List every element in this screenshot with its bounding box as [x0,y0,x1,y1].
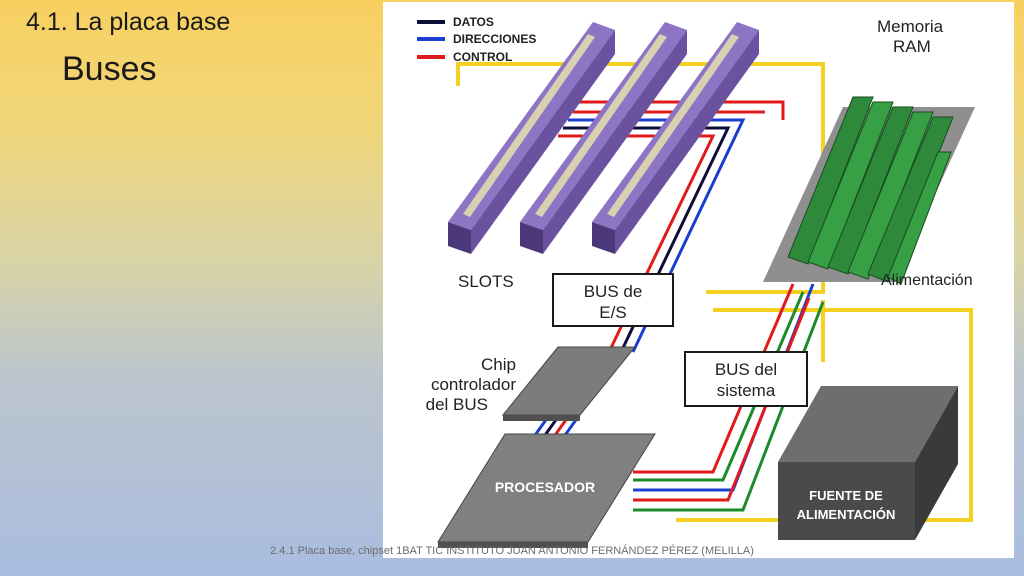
legend-direcciones-label: DIRECCIONES [453,32,536,46]
fuente-label-line2: ALIMENTACIÓN [797,507,896,522]
chip-label-line2: controlador [431,375,516,394]
procesador-label: PROCESADOR [495,479,595,495]
slots-label: SLOTS [458,272,514,291]
slide-footer: 2.4.1 Placa base, chipset 1BAT TIC INSTI… [270,545,754,557]
chip-label-line1: Chip [481,355,516,374]
slot-1 [448,22,615,254]
bus-controller-chip [501,346,637,421]
legend-datos-label: DATOS [453,15,494,29]
chip-label-line3: del BUS [426,395,488,414]
bus-es-label-line1: BUS de [584,282,643,301]
fuente-label-line1: FUENTE DE [809,488,883,503]
slot-2 [520,22,687,254]
bus-diagram: DATOS DIRECCIONES CONTROL Memoria RAM SL… [383,2,1014,558]
power-supply-box [778,386,958,540]
ram-modules [763,96,975,285]
expansion-slots [448,22,759,254]
slot-3 [592,22,759,254]
bus-sistema-box [684,351,808,407]
bus-es-label-line2: E/S [599,303,626,322]
bus-sistema-label-line1: BUS del [715,360,777,379]
legend-control-label: CONTROL [453,50,512,64]
alimentacion-label: Alimentación [881,272,973,289]
ram-label-line2: RAM [893,37,931,56]
bus-sistema-label-line2: sistema [717,381,776,400]
slide-title: 4.1. La placa base [26,8,231,36]
slide-subtitle: Buses [62,50,157,88]
processor-chip [437,433,656,548]
legend: DATOS DIRECCIONES CONTROL [417,15,536,64]
bus-es-box [552,273,674,327]
ram-label-line1: Memoria [877,17,944,36]
